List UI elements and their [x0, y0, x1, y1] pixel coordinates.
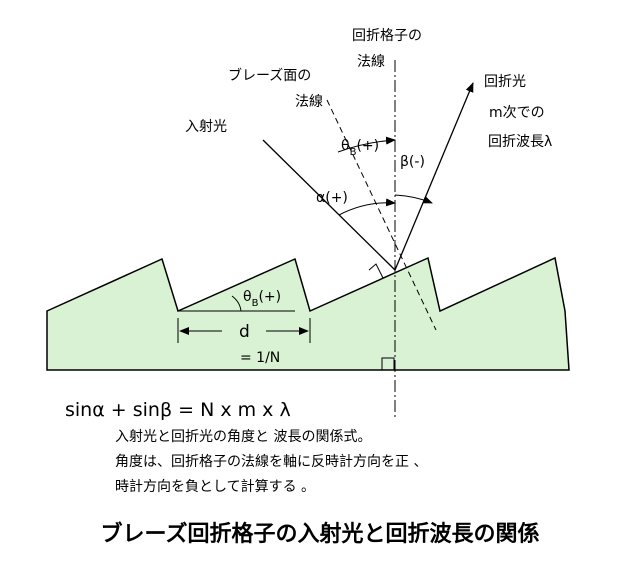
grating-equation: sinα + sinβ = N x m x λ	[65, 399, 291, 421]
facet-theta-arc	[231, 295, 242, 312]
theta-b-facet-label: θB(+)	[243, 289, 281, 309]
facet-right-angle-mark	[368, 263, 384, 279]
theta-b-top-sign: (+)	[356, 138, 379, 154]
theta-b-facet-symbol: θ	[243, 289, 252, 305]
theta-b-top-subscript: B	[350, 147, 357, 158]
caption-line-1: 入射光と回折光の角度と 波長の関係式。	[115, 429, 371, 445]
diffracted-label-3: 回折波長λ	[488, 134, 552, 150]
theta-b-top-label: θB(+)	[341, 138, 379, 158]
grating-normal-label-2: 法線	[357, 54, 385, 70]
diffracted-ray	[394, 82, 474, 271]
theta-b-facet-subscript: B	[252, 298, 259, 309]
blaze-normal-label-2: 法線	[295, 94, 323, 110]
diagram-title: ブレーズ回折格子の入射光と回折波長の関係	[101, 521, 540, 547]
normal-right-angle-mark	[381, 357, 395, 371]
pitch-value-label: = 1/N	[240, 350, 280, 366]
pitch-label: d	[239, 322, 250, 342]
caption-line-3: 時計方向を負として計算する 。	[115, 479, 315, 495]
beta-label: β(-)	[400, 154, 425, 170]
alpha-label: α(+)	[316, 190, 348, 206]
grating-body	[46, 256, 570, 371]
alpha-arc	[338, 198, 396, 216]
incident-ray	[262, 139, 396, 271]
incident-label: 入射光	[185, 119, 227, 135]
grating-normal-label-1: 回折格子の	[352, 28, 422, 44]
caption-line-2: 角度は、回折格子の法線を軸に反時計方向を正 、	[115, 454, 427, 470]
diffracted-label-1: 回折光	[484, 74, 526, 90]
blaze-normal-label-1: ブレーズ面の	[228, 67, 311, 84]
blaze-normal-line	[326, 99, 437, 331]
beta-arc	[394, 194, 433, 204]
theta-b-top-symbol: θ	[341, 138, 350, 154]
theta-b-arc	[337, 136, 396, 153]
theta-b-facet-sign: (+)	[258, 289, 281, 305]
diffracted-label-2: m次での	[489, 105, 545, 121]
